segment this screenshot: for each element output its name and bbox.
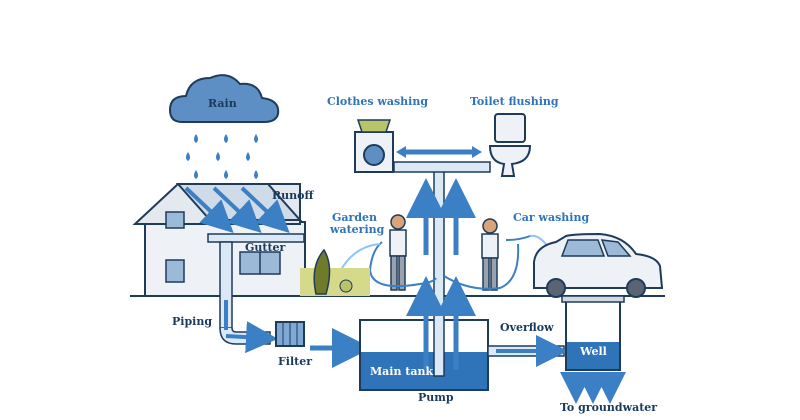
piping-label: Piping [172,315,213,328]
gardener-figure [389,214,407,291]
garden-water-spray [341,243,381,269]
supply-arrow-right-head [472,146,482,158]
overflow-label: Overflow [500,321,554,334]
car-washing-label: Car washing [513,211,590,224]
car-hose [443,235,531,290]
garden-watering-label-line2: watering [330,223,385,236]
garden-hose [368,241,437,288]
filter-label: Filter [278,355,313,368]
well [561,295,625,371]
gutter-pipe [207,233,305,243]
runoff-arrows [184,186,290,233]
piping-flow-arrow-2 [225,321,278,354]
washing-machine-icon [354,119,394,173]
groundwater-arrows [560,372,626,404]
garden-plants-icon [300,248,370,296]
car-washer-figure [481,218,499,291]
rain-cloud-icon [168,74,280,123]
clothes-washing-label: Clothes washing [327,95,429,108]
car-icon [533,232,664,298]
toilet-icon [488,113,532,177]
main-tank-label: Main tank [370,365,434,378]
runoff-label: Runoff [272,189,314,202]
pump-label: Pump [418,391,454,404]
well-label: Well [580,345,607,358]
toilet-flushing-label: Toilet flushing [470,95,559,108]
gutter-label: Gutter [245,241,286,254]
garden-watering-label-line1: Garden [332,211,378,224]
supply-arrows [402,149,476,370]
to-groundwater-label: To groundwater [560,401,658,414]
rain-label: Rain [208,97,237,110]
supply-arrow-left-head [396,146,406,158]
raindrops-icon [186,134,258,179]
filter-icon [275,321,305,347]
